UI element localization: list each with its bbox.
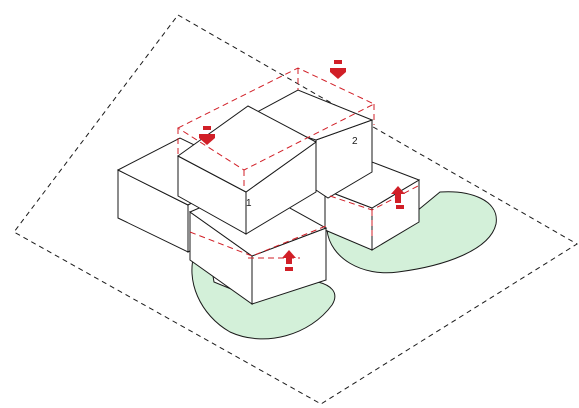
volume-right-front — [323, 161, 421, 251]
arrow-up-icon — [391, 186, 405, 209]
block-label-2: 2 — [352, 136, 358, 147]
site-boundary — [13, 14, 578, 405]
volume-block-1 — [177, 105, 317, 235]
arrow-up-icon — [282, 250, 296, 271]
block-label-1: 1 — [246, 198, 252, 209]
landscape-area-right — [326, 191, 497, 274]
arrow-down-icon — [330, 60, 346, 79]
landscape-area-left — [191, 251, 336, 340]
arrow-down-icon — [199, 126, 215, 145]
